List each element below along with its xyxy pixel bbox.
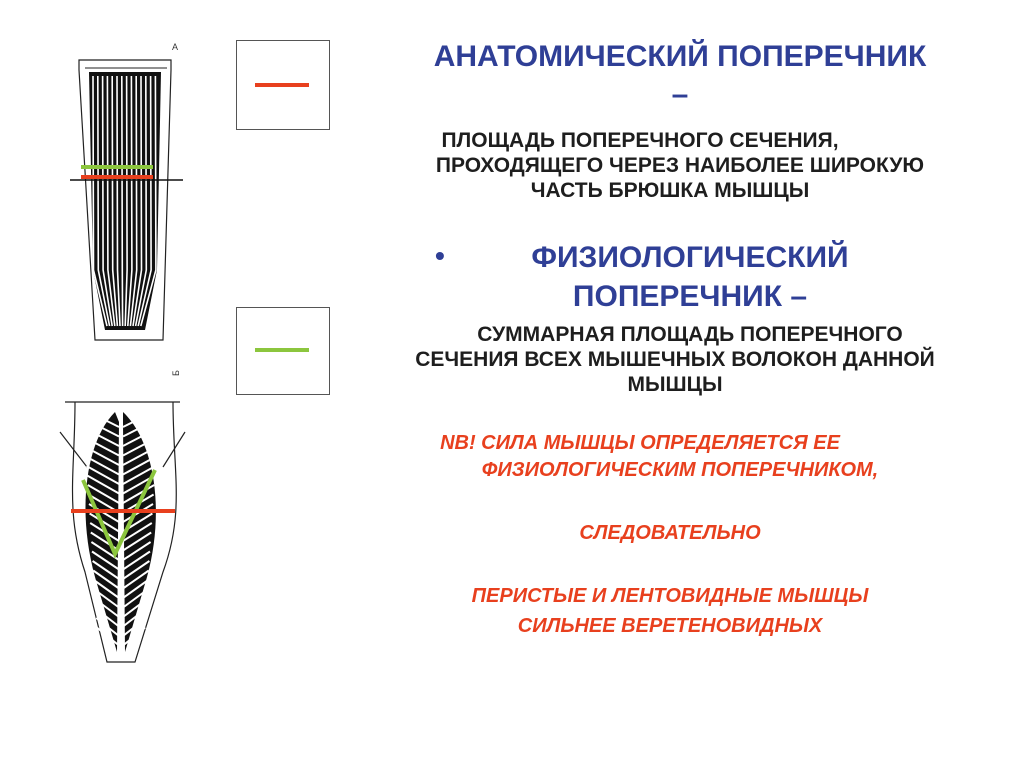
diagram-label-b: Б	[171, 370, 181, 376]
pennate-muscle-half	[123, 412, 156, 652]
physiological-legend-box	[236, 307, 330, 395]
anatomical-title: АНАТОМИЧЕСКИЙ ПОПЕРЕЧНИК	[350, 40, 1010, 74]
pennate-muscle-half	[85, 412, 119, 652]
conclusion-line2: ФИЗИОЛОГИЧЕСКИМ ПОПЕРЕЧНИКОМ,	[380, 457, 980, 484]
fusiform-muscle-fibers	[89, 72, 161, 330]
anatomical-legend-line	[255, 83, 309, 87]
pennate-muscle-fibers	[83, 409, 159, 654]
conclusion-line1: NB! СИЛА МЫШЦЫ ОПРЕДЕЛЯЕТСЯ ЕЕ	[340, 430, 940, 457]
physiological-legend-line	[255, 348, 309, 352]
conclusion-line4: ПЕРИСТЫЕ И ЛЕНТОВИДНЫЕ МЫШЦЫ	[370, 583, 970, 610]
anatomical-desc-line2: ПРОХОДЯЩЕГО ЧЕРЕЗ НАИБОЛЕЕ ШИРОКУЮ	[350, 153, 1010, 179]
anatomical-title-dash: –	[350, 78, 1010, 112]
fusiform-fiber	[122, 76, 123, 326]
physiological-desc-line2: СЕЧЕНИЯ ВСЕХ МЫШЕЧНЫХ ВОЛОКОН ДАННОЙ	[345, 347, 1005, 373]
anatomical-legend-box	[236, 40, 330, 130]
physiological-desc-line1: СУММАРНАЯ ПЛОЩАДЬ ПОПЕРЕЧНОГО	[360, 322, 1020, 348]
diagram-label-a: A	[172, 42, 178, 52]
anatomical-desc-line3: ЧАСТЬ БРЮШКА МЫШЦЫ	[400, 178, 940, 204]
pennate-muscle-diagram: Б	[55, 362, 195, 672]
physiological-desc-line3: МЫШЦЫ	[345, 372, 1005, 398]
anatomical-desc-line1: ПЛОЩАДЬ ПОПЕРЕЧНОГО СЕЧЕНИЯ,	[360, 128, 920, 154]
fusiform-muscle-diagram: A	[55, 40, 195, 350]
conclusion-line3: СЛЕДОВАТЕЛЬНО	[370, 520, 970, 547]
physiological-title-line2: ПОПЕРЕЧНИК –	[440, 279, 940, 315]
physiological-title: ФИЗИОЛОГИЧЕСКИЙ	[440, 240, 940, 276]
conclusion-line5: СИЛЬНЕЕ ВЕРЕТЕНОВИДНЫХ	[370, 613, 970, 640]
